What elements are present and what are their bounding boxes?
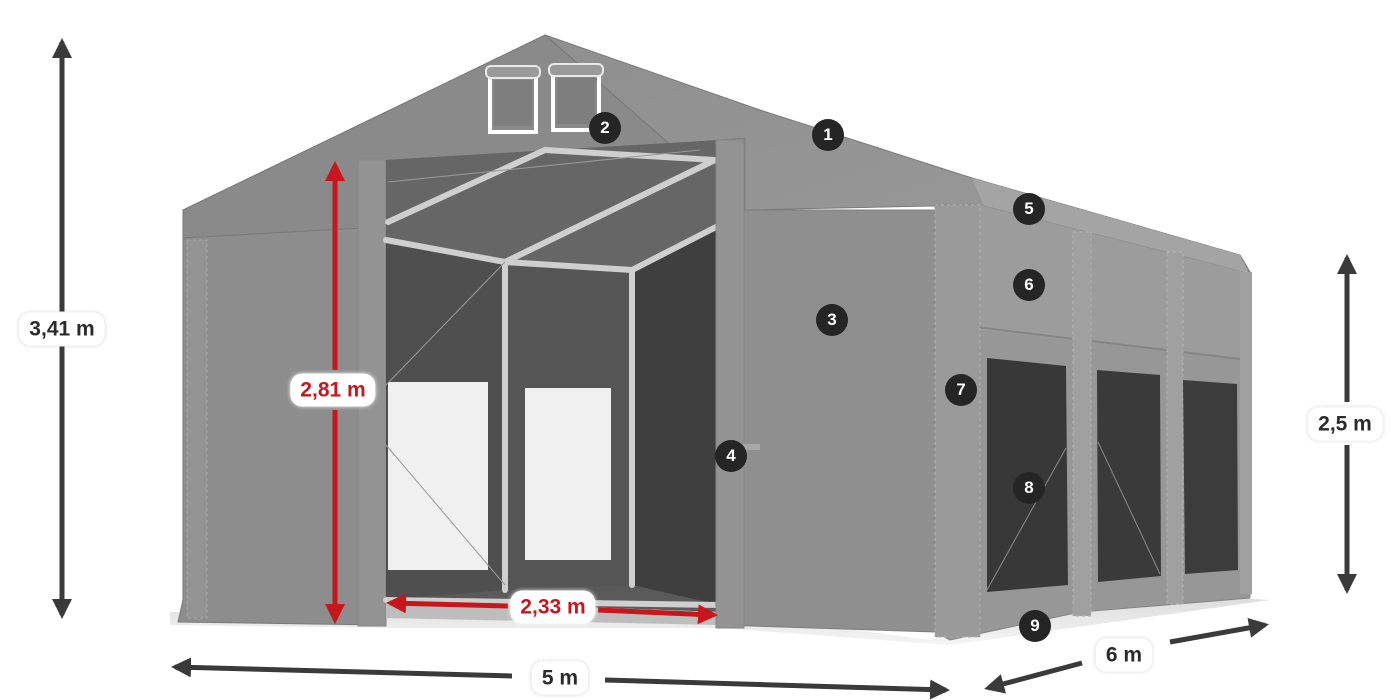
callout-badge-side-window-panel: 8	[1013, 472, 1045, 504]
callout-badge-roof: 1	[812, 119, 844, 151]
dimension-lines	[52, 38, 1357, 700]
total-height-label: 3,41 m	[18, 311, 106, 347]
entrance-height-label: 2,81 m	[290, 373, 376, 407]
callout-badge-eave-edge: 5	[1013, 193, 1045, 225]
tent-interior	[386, 140, 720, 625]
callout-badge-gable-wall: 3	[816, 304, 848, 336]
entrance-width-label: 2,33 m	[510, 590, 596, 624]
guy-ropes	[385, 149, 701, 586]
callout-badge-upper-side-panel: 6	[1013, 269, 1045, 301]
side-window-panels	[986, 358, 1238, 592]
depth-label: 6 m	[1094, 637, 1154, 673]
gable-ventilation-windows	[485, 63, 604, 134]
side-height-label: 2,5 m	[1307, 406, 1383, 442]
tent-frame	[383, 147, 723, 608]
gable-wall	[715, 137, 936, 633]
width-label: 5 m	[530, 660, 590, 696]
callout-badge-entrance-curtain: 4	[715, 440, 747, 472]
callout-badge-ground-skirt: 9	[1019, 610, 1051, 642]
callout-badge-side-post-cover: 7	[945, 374, 977, 406]
callout-badge-gable-ventilation-windows: 2	[589, 112, 621, 144]
